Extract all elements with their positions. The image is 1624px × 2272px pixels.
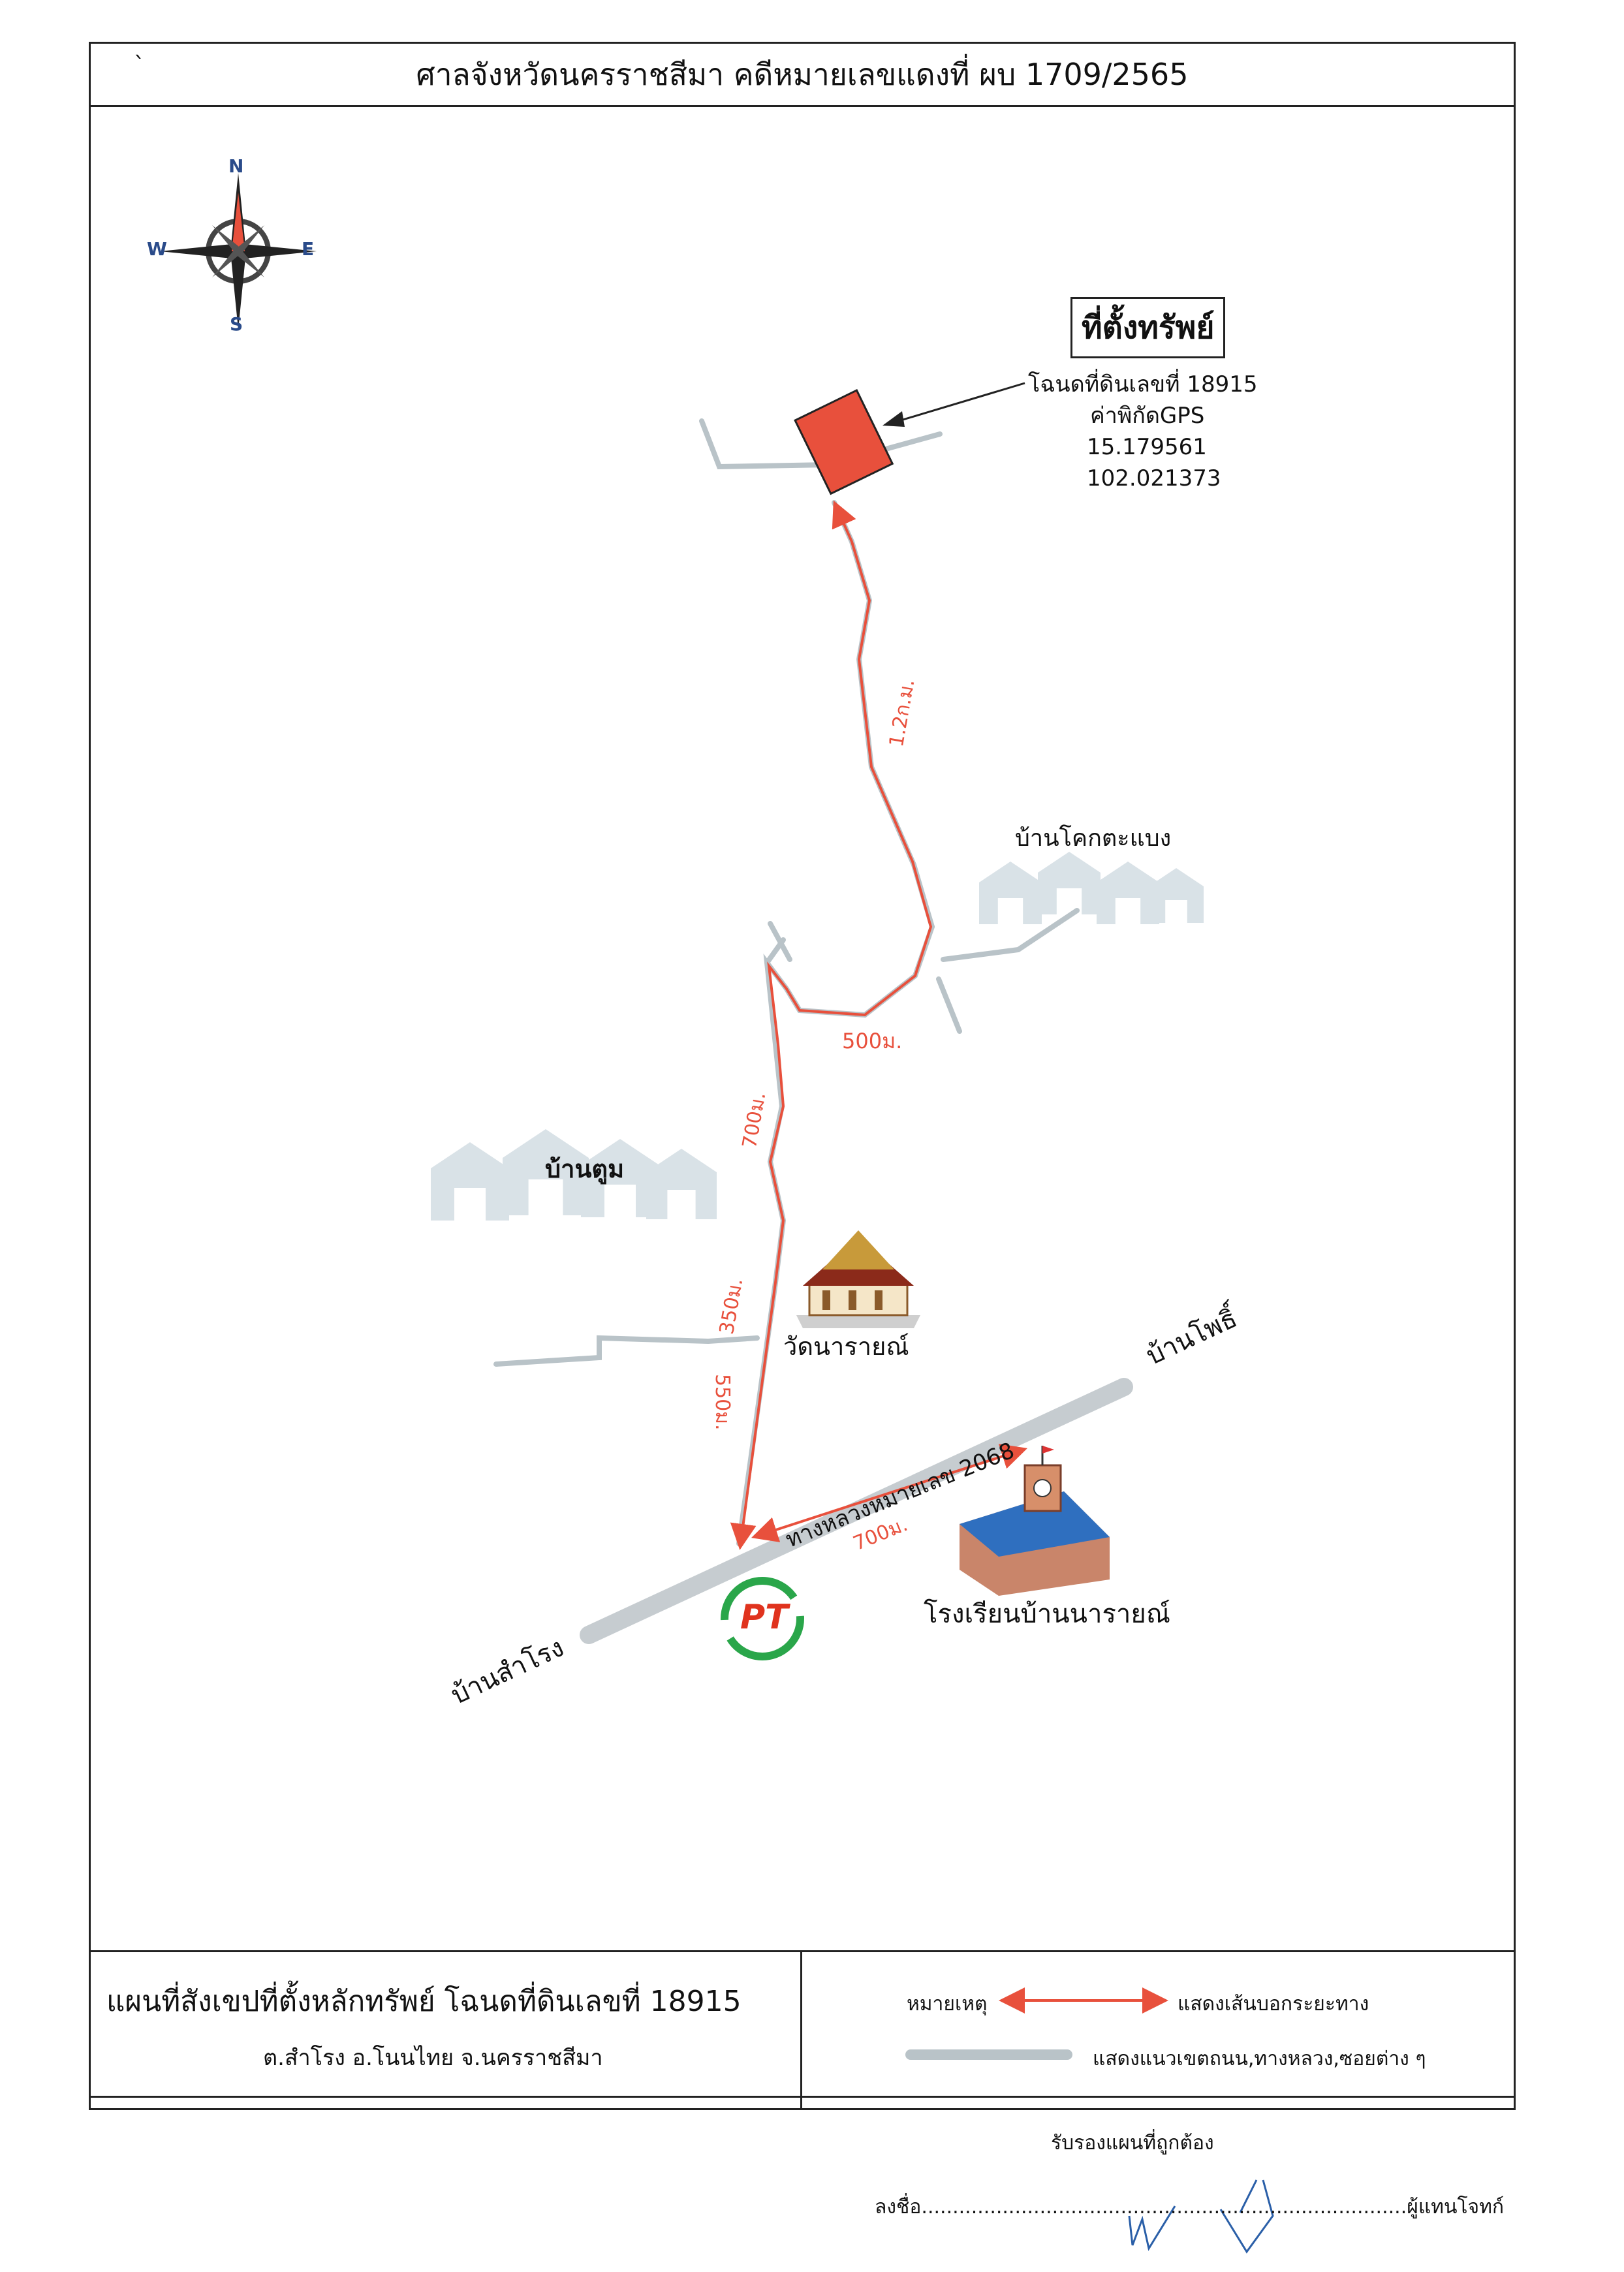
compass-e-label: E	[302, 238, 315, 260]
pt-logo-text: PT	[740, 1598, 789, 1637]
signature-line: ลงชื่อ..................................…	[875, 2192, 1504, 2222]
compass-n-label: N	[228, 155, 244, 177]
certify-text: รับรองแผนที่ถูกต้อง	[1051, 2132, 1214, 2155]
tick-mark: `	[134, 52, 145, 78]
place-wat: วัดนารายณ์	[783, 1332, 909, 1361]
property-title: ที่ตั้งทรัพย์	[1082, 309, 1215, 346]
page-title: ศาลจังหวัดนครราชสีมา คดีหมายเลขแดงที่ ผบ…	[416, 56, 1189, 92]
legend-cell: หมายเหตุ แสดงเส้นบอกระยะทาง แสดงแนวเขตถน…	[802, 1952, 1514, 2108]
school-icon	[960, 1446, 1110, 1596]
temple-icon	[796, 1230, 920, 1328]
map-frame: ศาลจังหวัดนครราชสีมา คดีหมายเลขแดงที่ ผบ…	[89, 42, 1516, 2098]
footer-title: แผนที่สังเขปที่ตั้งหลักทรัพย์ โฉนดที่ดิน…	[106, 1985, 742, 2018]
place-ban-tum: บ้านตูม	[545, 1155, 625, 1183]
footer-location: ต.สำโรง อ.โนนไทย จ.นครราชสีมา	[263, 2045, 603, 2071]
pointer-arrowhead	[882, 411, 905, 427]
place-ban-khok: บ้านโคกตะแบง	[1015, 825, 1172, 852]
distance-500m: 500ม.	[842, 1029, 903, 1053]
legend-label: หมายเหตุ	[907, 1993, 988, 2015]
compass-rose-icon	[160, 173, 317, 330]
compass-s-label: S	[230, 313, 243, 335]
compass-w-label: W	[147, 238, 167, 260]
pt-logo-icon	[721, 1577, 804, 1660]
route-line	[730, 500, 1028, 1550]
legend-road-text: แสดงแนวเขตถนน,ทางหลวง,ซอยต่าง ๆ	[1093, 2047, 1426, 2070]
signature-scribble	[1128, 2179, 1274, 2254]
deed-number: โฉนดที่ดินเลขที่ 18915	[1028, 371, 1258, 397]
place-school: โรงเรียนบ้านนารายณ์	[924, 1599, 1170, 1629]
sign-prefix: ลงชื่อ	[875, 2196, 922, 2218]
property-info: โฉนดที่ดินเลขที่ 18915 ค่าพิกัดGPS 15.17…	[1028, 369, 1258, 494]
gps-label: ค่าพิกัดGPS	[1090, 403, 1205, 429]
footer-title-cell: แผนที่สังเขปที่ตั้งหลักทรัพย์ โฉนดที่ดิน…	[91, 1952, 802, 2108]
sign-suffix: ผู้แทนโจทก์	[1407, 2196, 1505, 2218]
pointer-arrow	[887, 382, 1025, 426]
legend-arrow-text: แสดงเส้นบอกระยะทาง	[1178, 1993, 1369, 2015]
gps-lat: 15.179561	[1087, 434, 1207, 460]
gps-lon: 102.021373	[1087, 465, 1221, 491]
signature-block: รับรองแผนที่ถูกต้อง ลงชื่อ..............…	[875, 2128, 1504, 2258]
sign-dots: ........................................…	[921, 2196, 1407, 2218]
distance-550m: 550ม.	[711, 1374, 734, 1431]
property-marker	[794, 389, 894, 495]
header-bar: ศาลจังหวัดนครราชสีมา คดีหมายเลขแดงที่ ผบ…	[91, 44, 1514, 107]
footer-box: แผนที่สังเขปที่ตั้งหลักทรัพย์ โฉนดที่ดิน…	[89, 1950, 1516, 2110]
property-title-box: ที่ตั้งทรัพย์	[1070, 297, 1226, 358]
